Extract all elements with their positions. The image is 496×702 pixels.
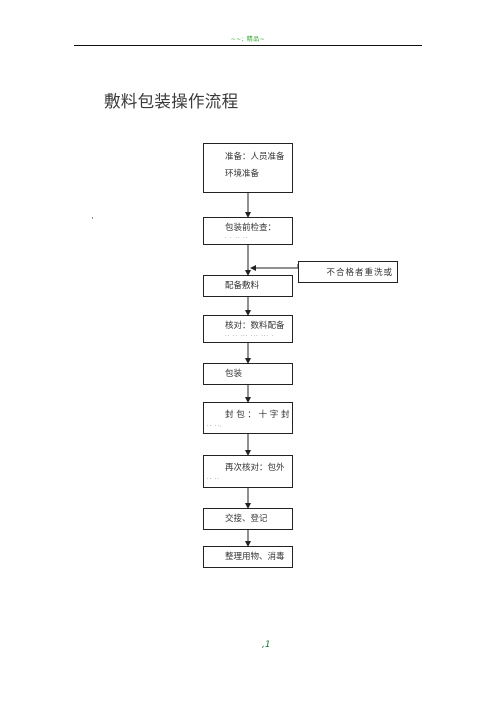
flow-step-prepare-dressings: 配备敷料 (203, 275, 293, 297)
flow-step-cleanup: 整理用物、消毒 (203, 546, 293, 568)
step-text: 封 包 ： 十 字 封 (225, 410, 290, 420)
step-subtext: ·· ·· (207, 476, 220, 482)
step-text: 包装 (225, 368, 243, 379)
side-note-box: 不合格者重洗或 (298, 261, 398, 283)
footer-mark: ,1 (262, 640, 271, 650)
header-rule (74, 45, 422, 46)
step-subtext: ·· ·· ··· ··· ··· · (225, 333, 275, 339)
page-header-text: ~~; 精品~ (230, 36, 266, 43)
flow-step-handover: 交接、登记 (203, 508, 293, 530)
page-title: 敷料包装操作流程 (104, 92, 239, 111)
flow-step-recheck: 再次核对：包外 ·· ·· (203, 455, 293, 488)
side-note-text: 不合格者重洗或 (326, 268, 393, 278)
step-text: 包装前检查： (225, 223, 277, 233)
stray-dot: · (91, 214, 94, 224)
step-text: 核对：数料配备 (225, 321, 285, 331)
flow-step-seal: 封 包 ： 十 字 封 ·· ··. (203, 402, 293, 434)
step-text: 准备：人员准备 (225, 152, 285, 162)
step-text: 配备敷料 (225, 280, 260, 291)
flow-step-verify-count: 核对：数料配备 ·· ·· ··· ··· ··· · (203, 315, 293, 343)
flow-step-preparation: 准备：人员准备 环境准备 (203, 143, 293, 193)
flow-step-packaging: 包装 (203, 363, 293, 385)
step-subtext: ·· ··. (207, 423, 223, 429)
flow-step-pre-check: 包装前检查： · · ·· ·· (203, 217, 293, 245)
step-subtext: · · ·· ·· (225, 235, 249, 241)
step-text: 再次核对：包外 (225, 463, 285, 473)
return-path (250, 264, 299, 271)
step-text: 交接、登记 (225, 513, 268, 524)
step-text: 整理用物、消毒 (225, 551, 285, 562)
step-text: 环境准备 (225, 169, 260, 179)
